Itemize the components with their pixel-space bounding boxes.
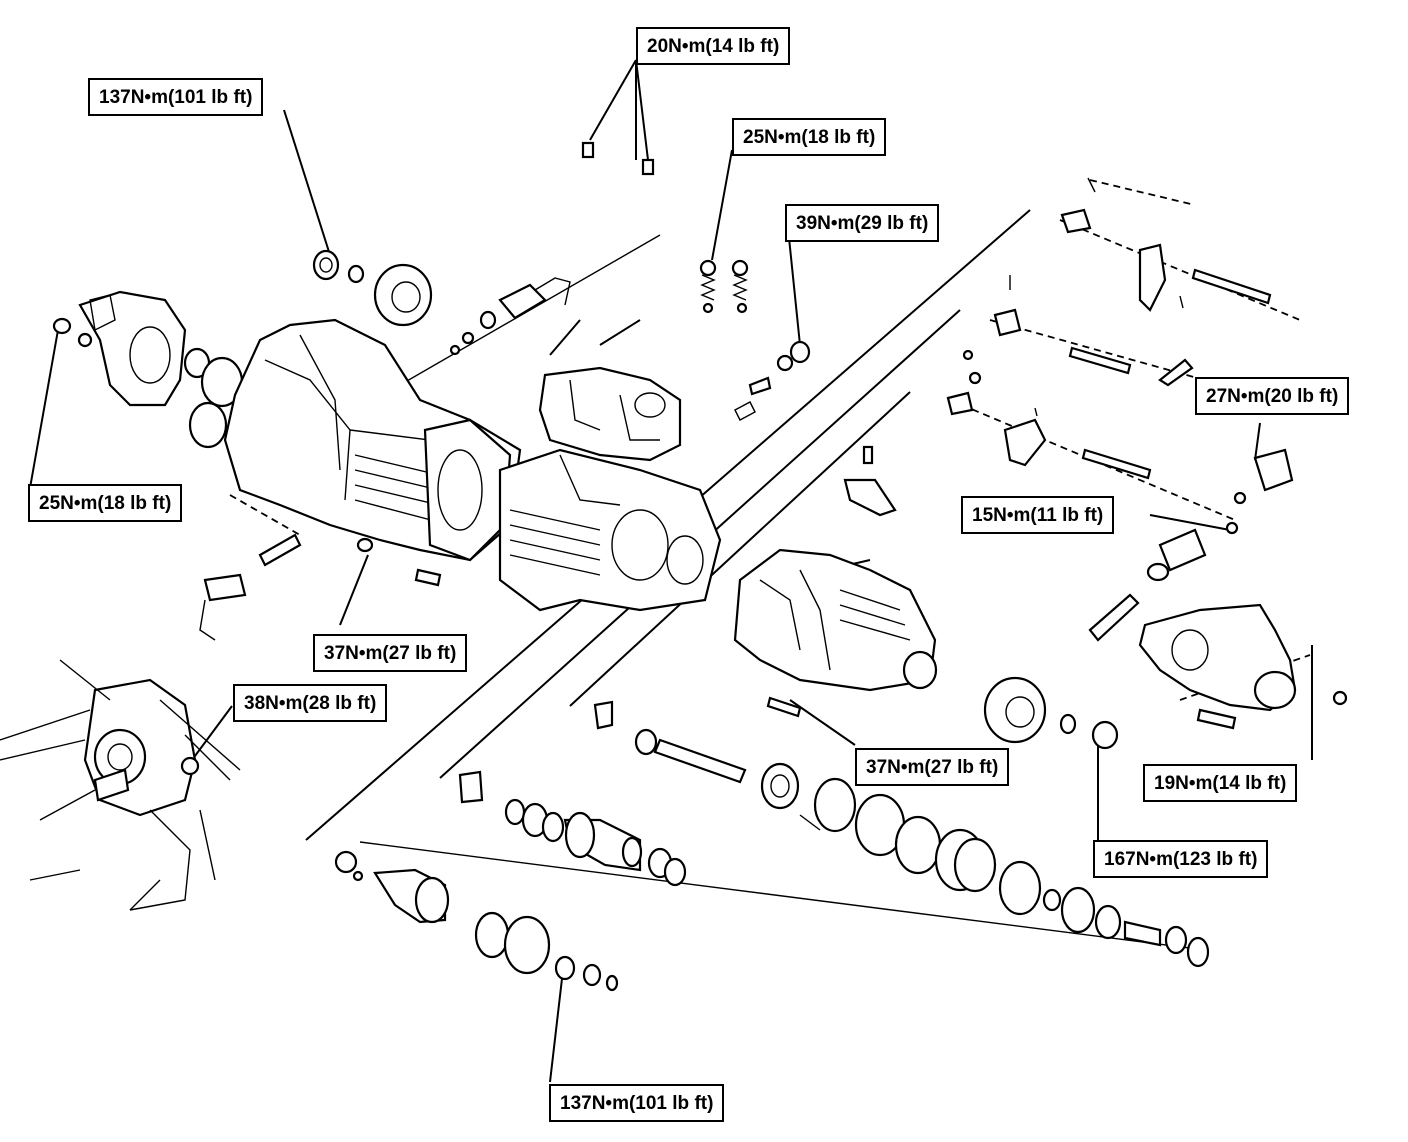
torque-label-19nm: 19N•m(14 lb ft) (1143, 764, 1298, 802)
rear-extension-housing (52, 290, 244, 449)
torque-label-167nm: 167N•m(123 lb ft) (1093, 840, 1269, 878)
torque-label-25nm-left: 25N•m(18 lb ft) (28, 484, 183, 522)
torque-label-38nm: 38N•m(28 lb ft) (233, 684, 388, 722)
torque-label-15nm: 15N•m(11 lb ft) (961, 496, 1115, 534)
torque-label-137nm-top: 137N•m(101 lb ft) (88, 78, 264, 116)
leader-lines (29, 59, 1313, 1083)
torque-label-25nm-top: 25N•m(18 lb ft) (732, 118, 887, 156)
sensor-switch (449, 141, 655, 356)
torque-label-27nm-right: 27N•m(20 lb ft) (1195, 377, 1350, 415)
torque-label-37nm-right: 37N•m(27 lb ft) (855, 748, 1010, 786)
rear-flange-nut (766, 676, 1119, 750)
detent-plugs (699, 259, 811, 421)
torque-label-37nm-left: 37N•m(27 lb ft) (313, 634, 468, 672)
countershaft-parts (504, 798, 687, 887)
speed-sensor (1088, 528, 1207, 642)
clutch-housing (0, 659, 241, 911)
retaining-clips (458, 700, 614, 804)
shift-tower (538, 366, 682, 462)
torque-label-39nm: 39N•m(29 lb ft) (785, 204, 940, 242)
torque-label-20nm-top: 20N•m(14 lb ft) (636, 27, 791, 65)
transmission-case (199, 318, 722, 641)
rear-case-housing (1138, 603, 1348, 730)
output-flange-assembly (312, 249, 433, 327)
input-shaft-parts (334, 850, 619, 992)
shift-forks-rails (946, 177, 1294, 535)
transfer-adapter (733, 445, 938, 692)
torque-label-137nm-bottom: 137N•m(101 lb ft) (549, 1084, 725, 1122)
mainshaft-parts (634, 728, 1210, 968)
